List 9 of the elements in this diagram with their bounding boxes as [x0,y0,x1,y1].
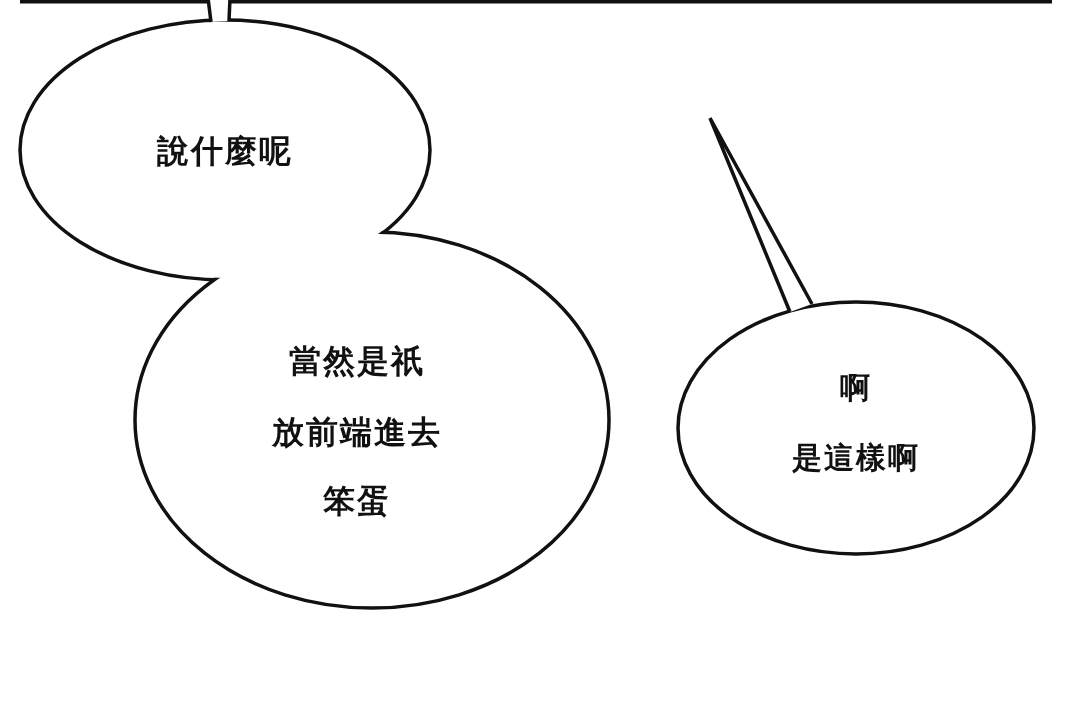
speech-text: 放前端進去 [272,412,442,453]
speech-text: 說什麼呢 [157,131,293,172]
speech-text: 笨蛋 [323,481,391,522]
speech-bubble [678,116,1036,556]
speech-bubble [135,232,611,610]
speech-bubble [20,0,432,282]
speech-text: 啊 [840,368,872,407]
speech-text: 當然是祇 [289,341,425,382]
speech-text: 是這樣啊 [792,438,920,477]
